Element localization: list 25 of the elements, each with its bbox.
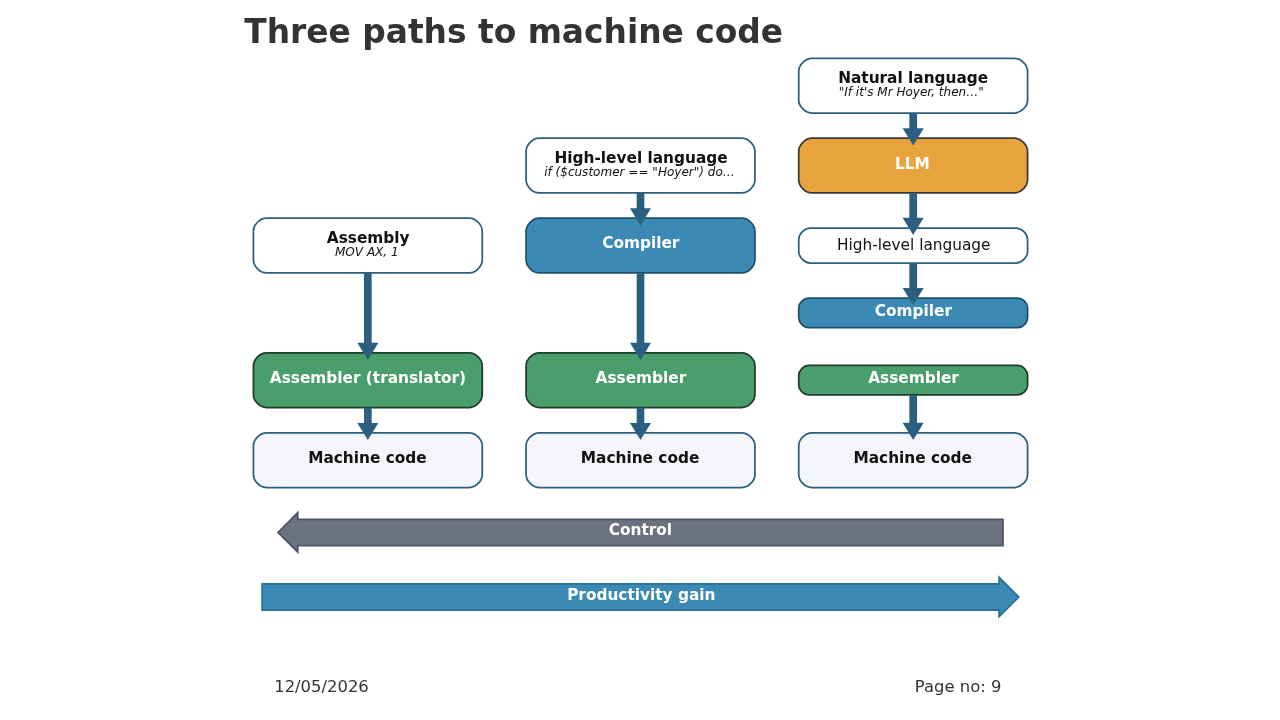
node-box: Assembler xyxy=(797,364,1028,396)
node-box: LLM xyxy=(797,136,1028,194)
arrow xyxy=(629,407,651,440)
node-box: Machine code xyxy=(252,431,483,488)
node-box: High-level language if ($customer == "Hoyer") do… xyxy=(524,136,756,194)
arrow xyxy=(902,192,924,235)
label: Page no: 9 xyxy=(914,676,1001,696)
arrow xyxy=(356,272,378,360)
node-box: Assembly MOV AX, 1 xyxy=(252,216,483,274)
arrow xyxy=(629,192,651,225)
arrow xyxy=(902,394,924,440)
node-box: Natural language "If it's Mr Hoyer, then…" xyxy=(797,56,1028,114)
arrow xyxy=(356,407,378,440)
node-box: Assembler xyxy=(524,351,756,408)
node-box: Machine code xyxy=(524,431,756,488)
node-box: High-level language xyxy=(797,226,1028,264)
arrow xyxy=(902,112,924,146)
arrow xyxy=(629,272,651,360)
label: 12/05/2026 xyxy=(273,676,369,696)
node-box: Assembler (translator) xyxy=(252,351,483,408)
node-box: Compiler xyxy=(797,296,1028,329)
arrow xyxy=(902,262,924,305)
node-box: Machine code xyxy=(797,431,1028,488)
node-box: Compiler xyxy=(524,216,756,274)
diagram-title: Three paths to machine code xyxy=(243,12,783,51)
